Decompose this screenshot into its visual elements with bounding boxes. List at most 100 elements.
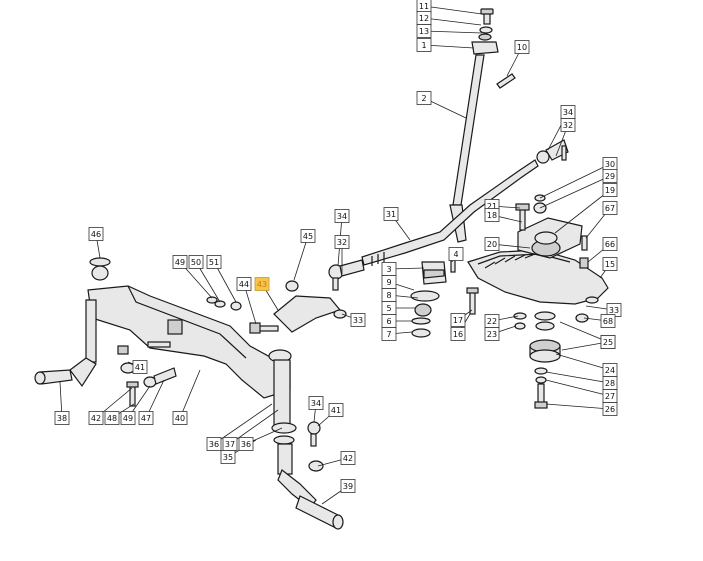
callout-box [308,396,324,410]
callout-number: 13 [419,27,429,36]
leader-line-19 [554,189,611,234]
callout-31: 31 [383,207,399,221]
callout-number: 34 [337,212,347,221]
callout-box [88,227,104,241]
callout-27: 27 [602,389,618,403]
callout-box [172,255,188,269]
callout-41: 41 [132,360,148,374]
tie-rod-31 [361,159,539,266]
callout-42: 42 [340,451,356,465]
callout-box [132,360,148,374]
callout-9: 9 [381,275,397,289]
callout-box [334,235,350,249]
callout-box [120,411,136,425]
callout-number: 2 [421,94,426,103]
pin-10 [496,73,516,89]
callout-44: 44 [236,277,252,291]
callout-box [172,411,188,425]
callout-number: 66 [605,240,615,249]
callout-7: 7 [381,327,397,341]
callout-box [416,24,432,38]
callout-box [381,327,397,341]
ball-joint-32-lower [328,259,365,291]
callout-box [350,313,366,327]
callout-39: 39 [340,479,356,493]
lower-pivot-stack [513,296,599,409]
callout-33: 33 [350,313,366,327]
callout-number: 6 [386,317,391,326]
callout-number: 24 [605,366,615,375]
leader-line-12 [423,17,482,26]
callout-67: 67 [602,201,618,215]
callout-number: 34 [311,399,321,408]
callout-box [416,38,432,52]
callout-number: 23 [487,330,497,339]
left-hardware [117,341,177,407]
callout-number: 22 [487,317,497,326]
callout-38: 38 [54,411,70,425]
callout-50: 50 [188,255,204,269]
callout-number: 25 [603,338,613,347]
steering-sector-gear [467,249,609,305]
callout-box [602,402,618,416]
callout-box [602,201,618,215]
callout-number: 15 [605,260,615,269]
callout-box [254,277,270,291]
callout-number: 7 [386,330,391,339]
callout-number: 11 [419,2,429,11]
callout-number: 21 [487,202,497,211]
callout-47: 47 [138,411,154,425]
leader-line-37 [229,409,279,445]
callout-36: 36 [206,437,222,451]
callout-24: 24 [602,363,618,377]
callout-16: 16 [450,327,466,341]
callout-box [450,327,466,341]
callout-box [560,118,576,132]
callout-32: 32 [560,118,576,132]
callout-number: 67 [605,204,615,213]
callout-number: 18 [487,211,497,220]
callout-number: 30 [605,160,615,169]
callout-6: 6 [381,314,397,328]
callout-number: 32 [563,121,573,130]
callout-34: 34 [308,396,324,410]
left-spindle [34,257,111,388]
callout-66: 66 [602,237,618,251]
callout-number: 46 [91,230,101,239]
callout-number: 8 [386,291,391,300]
callout-number: 4 [453,250,458,259]
callout-number: 41 [331,406,341,415]
callout-49: 49 [172,255,188,269]
steering-gear-column-base [410,261,447,338]
callout-13: 13 [416,24,432,38]
callout-number: 37 [225,440,235,449]
callout-box [484,237,500,251]
leader-line-11 [423,5,483,15]
callout-number: 40 [175,414,185,423]
callout-number: 44 [239,280,249,289]
callout-box [138,411,154,425]
callout-1: 1 [416,38,432,52]
callout-number: 38 [57,414,67,423]
callout-number: 28 [605,379,615,388]
callout-number: 33 [609,306,619,315]
callout-42: 42 [88,411,104,425]
callout-30: 30 [602,157,618,171]
pinion-plate-assembly [517,217,583,259]
right-spindle [268,349,344,530]
callout-box [238,437,254,451]
leader-line-25 [559,321,609,343]
callout-number: 17 [453,316,463,325]
callout-box [450,313,466,327]
leader-line-40 [179,369,201,419]
callout-number: 42 [343,454,353,463]
leader-line-24 [555,353,611,371]
callout-26: 26 [602,402,618,416]
callout-41: 41 [328,403,344,417]
callout-10: 10 [514,40,530,54]
callout-number: 35 [223,453,233,462]
callout-number: 34 [563,108,573,117]
leader-line-13 [423,30,483,34]
callout-number: 31 [386,210,396,219]
